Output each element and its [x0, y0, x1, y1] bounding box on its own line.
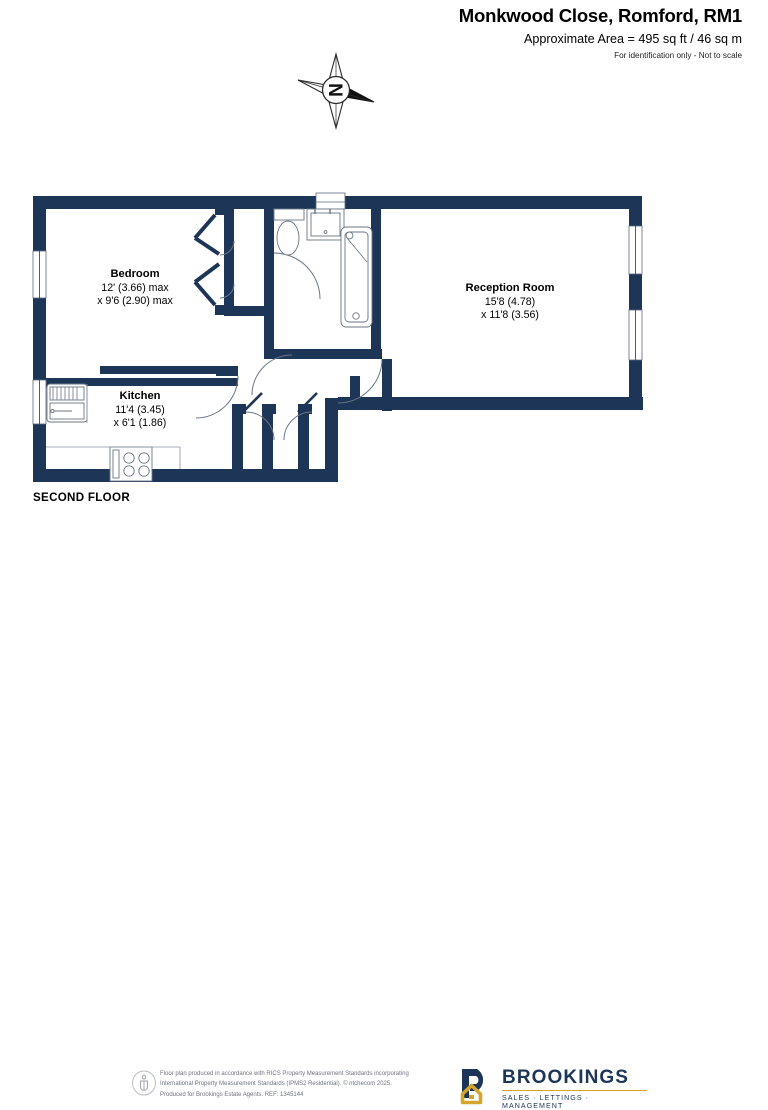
- compass-north-icon: N: [294, 51, 378, 131]
- room-label-reception-room: Reception Room 15'8 (4.78) x 11'8 (3.56): [430, 282, 590, 322]
- compass-label: N: [324, 83, 345, 97]
- plan-footer: Floor plan produced in accordance with R…: [0, 532, 768, 1110]
- room-dim-1: 12' (3.66) max: [101, 281, 169, 294]
- disclaimer-line-1: Floor plan produced in accordance with R…: [160, 1071, 409, 1077]
- brand-tagline: SALES · LETTINGS · MANAGEMENT: [502, 1094, 590, 1110]
- room-dim-2: x 6'1 (1.86): [113, 416, 167, 429]
- room-dim-1: 15'8 (4.78): [484, 295, 536, 308]
- approximate-area: Approximate Area = 495 sq ft / 46 sq m: [523, 32, 742, 47]
- internal-wall-group: [46, 206, 392, 470]
- room-name: Bedroom: [110, 268, 160, 280]
- disclaimer-text: Floor plan produced in accordance with R…: [160, 1069, 460, 1100]
- cupboard-leaf-group: [242, 392, 318, 413]
- floorplan-page: Monkwood Close, Romford, RM1 Approximate…: [0, 4, 768, 1110]
- page-title: Monkwood Close, Romford, RM1: [458, 5, 742, 26]
- bathtub-icon: [340, 226, 373, 328]
- basin-icon: [306, 208, 345, 241]
- identification-note: For identification only - Not to scale: [614, 51, 742, 61]
- room-label-kitchen: Kitchen 11'4 (3.45) x 6'1 (1.86): [70, 390, 210, 430]
- floor-caption: SECOND FLOOR: [33, 491, 130, 504]
- room-name: Kitchen: [119, 390, 161, 402]
- room-dim-2: x 11'8 (3.56): [481, 308, 539, 321]
- room-label-bedroom: Bedroom 12' (3.66) max x 9'6 (2.90) max: [60, 268, 210, 308]
- disclaimer-line-2: International Property Measurement Stand…: [160, 1081, 392, 1088]
- room-name: Reception Room: [465, 282, 555, 294]
- info-person-icon: [132, 1070, 156, 1096]
- door-swing-group: [195, 240, 383, 441]
- wall-group: [33, 196, 643, 482]
- disclaimer-line-3: Produced for Brookings Estate Agents. RE…: [160, 1091, 304, 1098]
- brookings-mark-icon: [460, 1069, 484, 1105]
- brand-name: BROOKINGS: [502, 1067, 630, 1088]
- brand-divider: [502, 1090, 647, 1092]
- toilet-icon: [273, 208, 305, 256]
- hob-icon: [109, 446, 153, 482]
- room-dim-2: x 9'6 (2.90) max: [97, 294, 173, 307]
- room-dim-1: 11'4 (3.45): [115, 403, 165, 416]
- brand-text: BROOKINGS SALES · LETTINGS · MANAGEMENT: [502, 1068, 647, 1110]
- plan-header: Monkwood Close, Romford, RM1 Approximate…: [459, 4, 742, 61]
- brand-logo: BROOKINGS SALES · LETTINGS · MANAGEMENT: [458, 1065, 647, 1110]
